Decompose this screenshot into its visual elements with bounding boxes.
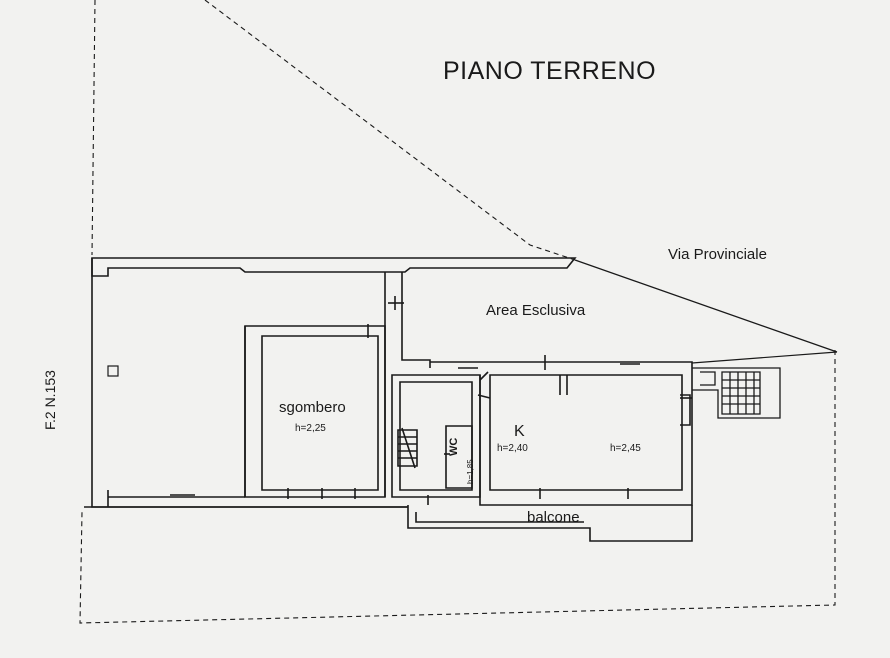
- room-kitchen-label: K: [514, 423, 525, 440]
- room-wc-label: WC: [448, 437, 460, 456]
- road-label: Via Provinciale: [668, 246, 767, 263]
- plan-title: PIANO TERRENO: [443, 57, 657, 85]
- service-block: [391, 367, 491, 505]
- column-marker: [107, 365, 119, 377]
- room-sgombero-walls: [170, 324, 386, 499]
- room-sgombero-height: h=2,25: [295, 423, 326, 434]
- road-edge: [574, 259, 838, 353]
- building-outline: [84, 257, 577, 508]
- property-boundary: [79, 0, 836, 624]
- sheet-reference: F.2 N.153: [42, 370, 58, 430]
- road-edge-2: [691, 351, 838, 364]
- balcony: [407, 505, 693, 542]
- room2-height: h=2,45: [610, 443, 641, 454]
- balcony-label: balcone: [527, 509, 580, 526]
- room-wc-height: h=1,85: [466, 459, 475, 484]
- area-label: Area Esclusiva: [486, 302, 586, 319]
- corridor-walls: [384, 272, 431, 368]
- room-kitchen-height: h=2,40: [497, 443, 528, 454]
- room-sgombero-label: sgombero: [279, 399, 346, 416]
- exterior-stairs: [692, 367, 781, 419]
